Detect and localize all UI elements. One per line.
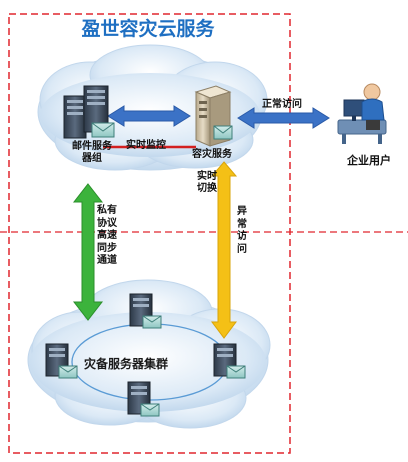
sync-arrow-top xyxy=(107,105,191,127)
realtime-switch-label: 实时 切换 xyxy=(197,171,217,194)
envelope-icon xyxy=(140,403,160,417)
envelope-icon xyxy=(213,125,233,140)
envelope-icon xyxy=(91,122,115,138)
backup-server-right xyxy=(213,343,246,379)
service-boundary xyxy=(8,13,291,454)
backup-cluster-label: 灾备服务器集群 xyxy=(84,357,169,371)
enterprise-user-label: 企业用户 xyxy=(347,154,391,167)
normal-access-label: 正常访问 xyxy=(262,99,302,110)
mail-server-label: 邮件服务 器组 xyxy=(72,141,112,164)
abnormal-access-label: 异常访问 xyxy=(237,206,247,255)
envelope-icon xyxy=(58,365,78,379)
private-channel-label: 私有协议高速同步通道 xyxy=(97,205,117,266)
mail-server-group xyxy=(63,85,115,139)
realtime-monitor-label: 实时监控 xyxy=(126,140,166,151)
backup-server-top xyxy=(129,293,162,329)
backup-server-bottom xyxy=(127,381,160,417)
envelope-icon xyxy=(142,315,162,329)
private-channel-arrow xyxy=(72,183,104,321)
envelope-icon xyxy=(226,365,246,379)
switch-arrow xyxy=(210,161,238,339)
normal-access-arrow xyxy=(237,107,330,129)
diagram-title: 盈世容灾云服务 xyxy=(81,18,215,40)
dr-server xyxy=(194,85,233,147)
server-tower-icon xyxy=(63,95,87,139)
backup-server-left xyxy=(45,343,78,379)
dr-service-label: 容灾服务 xyxy=(192,149,232,160)
user-at-computer-icon xyxy=(337,83,387,144)
